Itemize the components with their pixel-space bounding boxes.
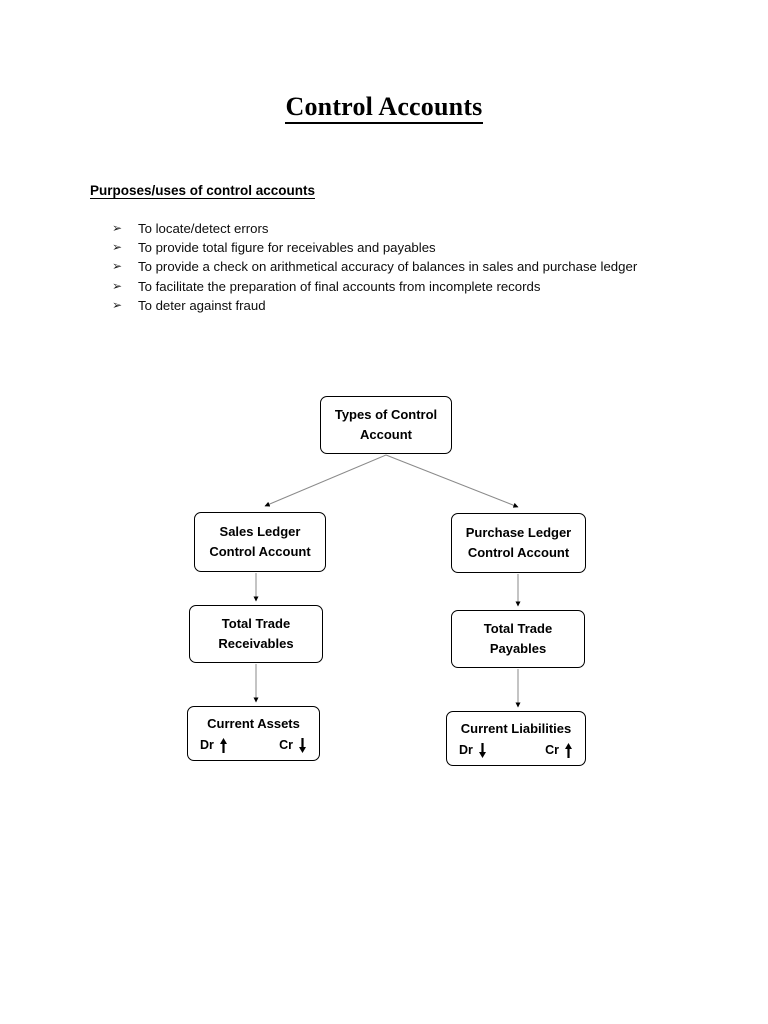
connector-root-to-purchase-ledger: [385, 454, 519, 508]
list-item-text: To facilitate the preparation of final a…: [138, 278, 541, 294]
flow-node-line: Sales Ledger: [219, 524, 301, 539]
current-liabilities-credit: Cr: [545, 740, 573, 760]
arrowhead-bullet-icon: ➢: [112, 297, 123, 312]
list-item: ➢ To provide a check on arithmetical acc…: [112, 257, 712, 276]
flow-node-total-trade-receivables: Total Trade Receivables: [189, 605, 323, 663]
flow-node-line: Payables: [489, 641, 547, 656]
flow-node-line: Purchase Ledger: [465, 525, 572, 540]
list-item: ➢ To locate/detect errors: [112, 219, 712, 238]
flow-node-title: Current Liabilities: [460, 721, 572, 736]
current-liabilities-debit: Dr: [459, 740, 487, 760]
list-item: ➢ To facilitate the preparation of final…: [112, 277, 712, 296]
arrowhead-bullet-icon: ➢: [112, 240, 123, 255]
flow-node-current-liabilities: Current Liabilities Dr Cr: [446, 711, 586, 766]
flow-node-line: Receivables: [218, 636, 294, 651]
flow-node-title: Current Assets: [207, 716, 300, 731]
section-heading-text: Purposes/uses of control accounts: [90, 183, 316, 199]
current-assets-drcr-row: Dr Cr: [188, 735, 319, 755]
debit-label: Dr: [459, 743, 473, 757]
current-liabilities-drcr-row: Dr Cr: [447, 740, 585, 760]
credit-label: Cr: [545, 743, 559, 757]
arrowhead-bullet-icon: ➢: [112, 259, 123, 274]
flow-node-line: Control Account: [467, 545, 570, 560]
list-item-text: To locate/detect errors: [138, 221, 269, 236]
arrow-up-icon: [219, 737, 227, 753]
arrow-down-icon: [478, 742, 486, 758]
connector-root-to-sales-ledger: [264, 454, 387, 507]
credit-label: Cr: [279, 738, 293, 752]
purposes-bullet-list: ➢ To locate/detect errors ➢ To provide t…: [112, 219, 712, 315]
flow-node-line: Account: [360, 427, 412, 442]
section-heading: Purposes/uses of control accounts: [90, 183, 316, 199]
flow-node-sales-ledger-control-account: Sales Ledger Control Account: [194, 512, 326, 572]
current-assets-credit: Cr: [279, 735, 307, 755]
page-title: Control Accounts: [0, 92, 768, 124]
flow-node-line: Total Trade: [483, 621, 553, 636]
flow-node-line: Types of Control: [334, 407, 438, 422]
current-assets-debit: Dr: [200, 735, 228, 755]
flow-node-total-trade-payables: Total Trade Payables: [451, 610, 585, 668]
arrowhead-bullet-icon: ➢: [112, 278, 123, 293]
arrow-down-icon: [299, 737, 306, 753]
arrow-up-icon: [565, 742, 572, 758]
list-item-text: To deter against fraud: [138, 297, 266, 313]
flow-node-line: Control Account: [209, 544, 311, 559]
flow-node-types-of-control-account: Types of Control Account: [320, 396, 452, 454]
list-item: ➢ To deter against fraud: [112, 296, 712, 315]
flow-node-line: Total Trade: [221, 616, 291, 631]
flow-node-purchase-ledger-control-account: Purchase Ledger Control Account: [451, 513, 586, 573]
list-item: ➢ To provide total figure for receivable…: [112, 238, 712, 257]
list-item-text: To provide a check on arithmetical accur…: [138, 259, 638, 275]
page-title-text: Control Accounts: [285, 92, 483, 124]
flow-node-current-assets: Current Assets Dr Cr: [187, 706, 320, 761]
list-item-text: To provide total figure for receivables …: [138, 240, 436, 256]
arrowhead-bullet-icon: ➢: [112, 221, 123, 235]
debit-label: Dr: [200, 738, 214, 752]
